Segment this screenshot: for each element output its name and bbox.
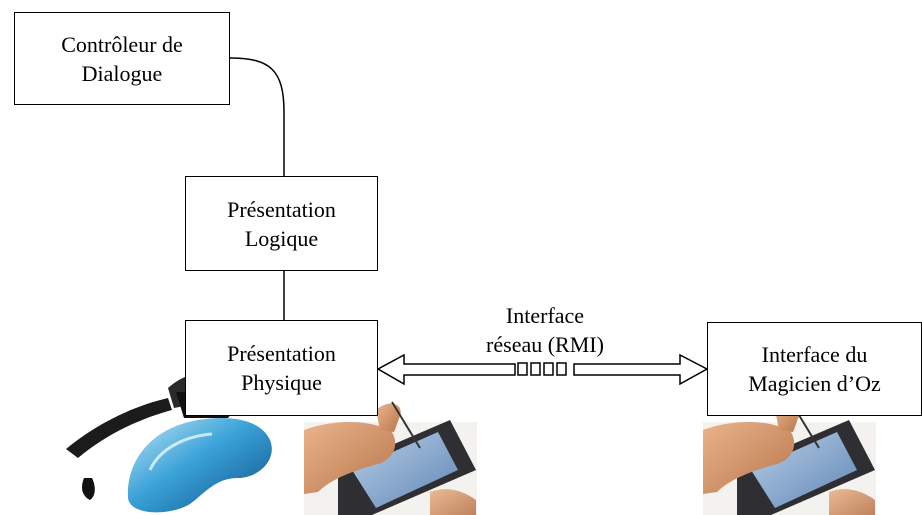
connector-controller-logical	[229, 57, 285, 176]
logical-presentation-label-line1: Présentation	[227, 196, 336, 222]
wizard-interface-label-line1: Interface du	[761, 342, 868, 367]
physical-presentation-label-line1: Présentation	[227, 341, 336, 366]
handheld-pda-image-2	[703, 401, 876, 515]
wizard-of-oz-interface-box: Interface du Magicien d’Oz	[707, 322, 922, 416]
physical-presentation-label-line2: Physique	[241, 370, 322, 395]
logical-presentation-label-line2: Logique	[244, 225, 319, 251]
network-interface-label: Interface réseau (RMI)	[430, 301, 660, 359]
network-label-line1: Interface	[505, 303, 585, 328]
wizard-interface-label-line2: Magicien d’Oz	[748, 371, 881, 396]
network-label-line2: réseau (RMI)	[486, 332, 604, 357]
dialogue-controller-label-line1: Contrôleur de	[61, 31, 183, 57]
physical-presentation-box: Présentation Physique	[185, 320, 378, 416]
handheld-pda-image-1	[304, 401, 477, 515]
logical-presentation-box: Présentation Logique	[185, 176, 378, 271]
network-double-arrow	[376, 353, 709, 386]
dialogue-controller-box: Contrôleur de Dialogue	[14, 12, 230, 105]
dialogue-controller-label-line2: Dialogue	[81, 60, 163, 86]
network-segments	[517, 362, 567, 376]
